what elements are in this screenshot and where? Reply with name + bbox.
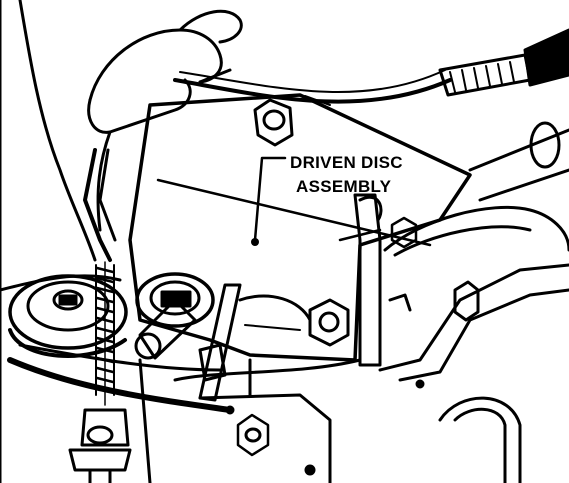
top-bolt: [253, 98, 294, 147]
hook-lever: [83, 148, 117, 262]
callout-line-1: DRIVEN DISC: [290, 153, 403, 172]
small-nut: [390, 216, 418, 249]
callout-line-2: ASSEMBLY: [296, 177, 392, 196]
right-housing: [378, 121, 569, 483]
spring-anchor-bolt: [68, 408, 132, 483]
drive-belt: [7, 343, 233, 413]
vertical-arm: [338, 193, 383, 367]
hand: [87, 9, 243, 232]
callout-leader: [251, 156, 287, 246]
tension-spring: [95, 261, 115, 406]
hex-nut-right: [308, 298, 350, 347]
lower-structure: [138, 358, 362, 483]
bottom-bolts: [225, 379, 425, 476]
disc-shaft: [134, 272, 215, 360]
control-cable: [173, 28, 569, 104]
left-pulley: [8, 274, 128, 358]
